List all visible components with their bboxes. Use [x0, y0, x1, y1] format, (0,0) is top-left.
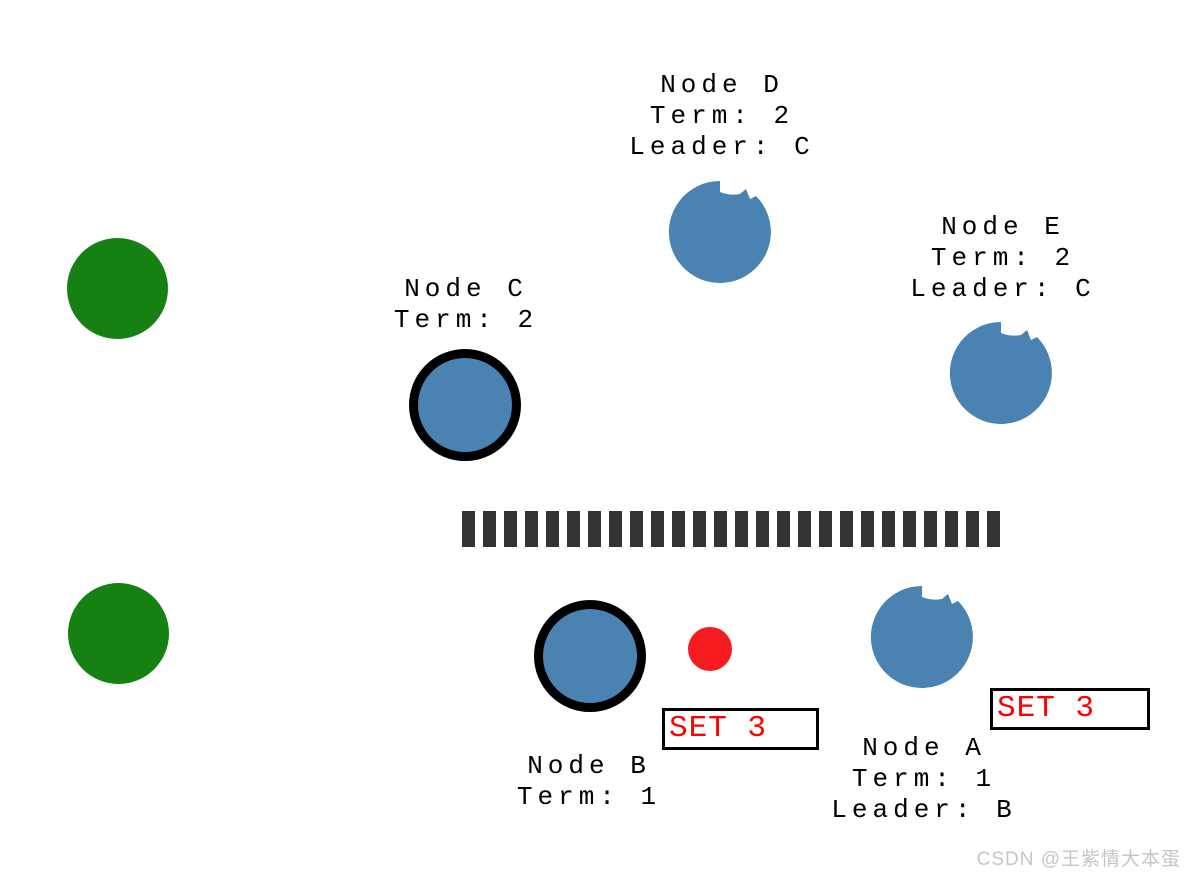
- set-command-label: SET 3: [997, 691, 1096, 726]
- node-d-leader: Leader: C: [629, 132, 815, 162]
- node-e-circle: [949, 321, 1052, 424]
- node-b-name: Node B: [527, 751, 651, 781]
- node-d-circle: [668, 180, 771, 283]
- node-d-label: Node D Term: 2 Leader: C: [629, 70, 814, 163]
- node-a-circle: [870, 585, 973, 688]
- node-e-label: Node E Term: 2 Leader: C: [910, 212, 1095, 305]
- node-d-term: Term: 2: [649, 101, 795, 131]
- node-b-term: Term: 1: [516, 782, 662, 812]
- node-a-term: Term: 1: [851, 764, 997, 794]
- node-b-circle: [534, 600, 646, 712]
- watermark: CSDN @王紫情大本蛋: [976, 849, 1181, 870]
- node-a-name: Node A: [862, 733, 986, 763]
- node-e-leader: Leader: C: [910, 274, 1096, 304]
- node-c-circle: [409, 349, 521, 461]
- set-command-box-node-b: SET 3: [662, 708, 819, 750]
- node-d-name: Node D: [660, 70, 784, 100]
- node-c-label: Node C Term: 2: [394, 274, 538, 336]
- set-command-box-node-a: SET 3: [990, 688, 1150, 730]
- client-request-dot: [688, 627, 732, 671]
- node-e-term: Term: 2: [930, 243, 1076, 273]
- observer-dot-bottom: [68, 583, 169, 684]
- node-a-label: Node A Term: 1 Leader: B: [831, 733, 1016, 826]
- node-b-label: Node B Term: 1: [517, 751, 661, 813]
- set-command-label: SET 3: [669, 711, 768, 746]
- node-c-name: Node C: [404, 274, 528, 304]
- observer-dot-top: [67, 238, 168, 339]
- network-partition-line: [462, 511, 1000, 547]
- node-c-term: Term: 2: [393, 305, 539, 335]
- node-e-name: Node E: [941, 212, 1065, 242]
- node-a-leader: Leader: B: [831, 795, 1017, 825]
